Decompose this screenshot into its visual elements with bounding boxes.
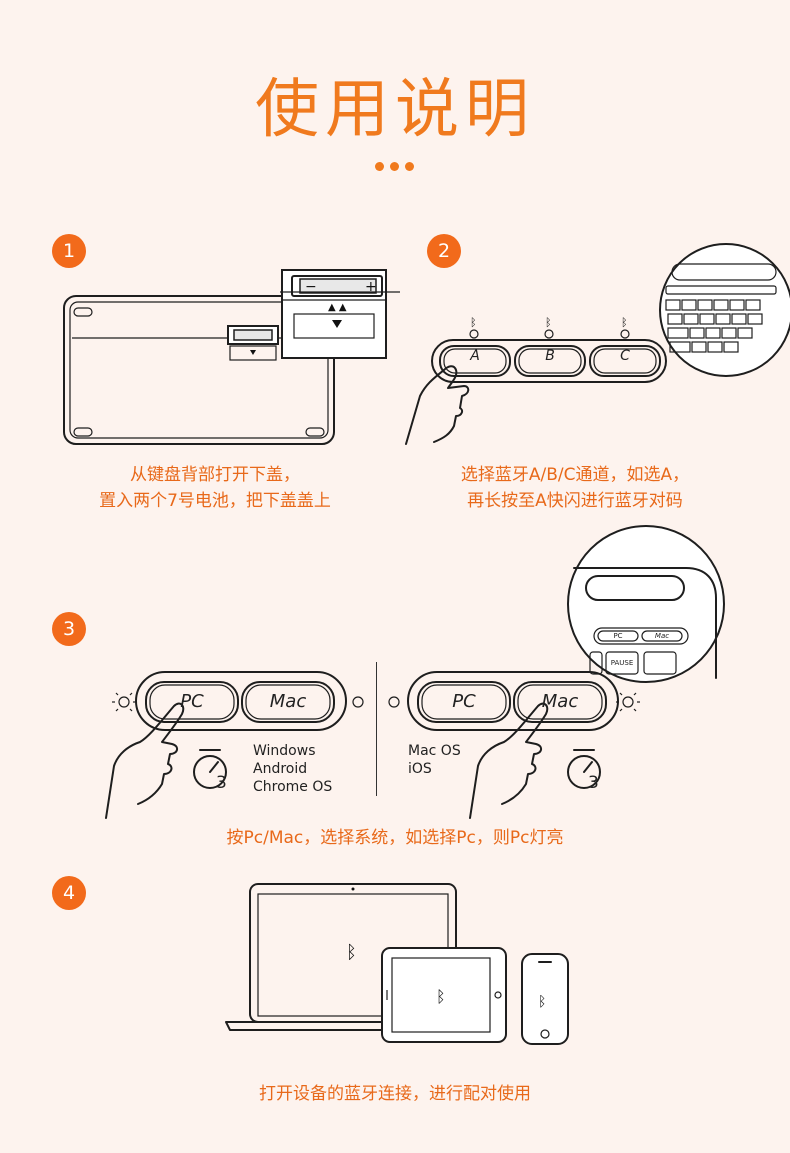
channel-b-key: B [545,348,555,364]
channel-a-key: A [470,348,480,364]
step-2-caption: 选择蓝牙A/B/C通道，如选A， 再长按至A快闪进行蓝牙对码 [460,465,690,511]
os-divider [376,662,377,796]
svg-text:+: + [365,279,377,295]
zoom-mac-key: Mac [654,632,670,640]
bluetooth-icon: ᛒ ᛒ ᛒ [469,316,630,339]
pc-mac-right-illustration [388,671,640,819]
svg-text:−: − [305,279,317,295]
step-2-badge: 2 [427,234,461,268]
right-os-list: Mac OS iOS [408,743,461,777]
step-3-caption: 按Pc/Mac，选择系统，如选择Pc，则Pc灯亮 [226,828,564,848]
step-3-badge: 3 [52,612,86,646]
title-dots [373,160,417,172]
step-1-caption: 从键盘背部打开下盖， 置入两个7号电池，把下盖盖上 [99,465,331,511]
right-timer-seconds: 3 [588,773,599,793]
svg-text:ᛒ: ᛒ [621,316,628,329]
svg-text:ᛒ: ᛒ [545,316,552,329]
right-pc-key: PC [452,691,476,712]
left-os-list: Windows Android Chrome OS [253,743,333,795]
zoom-pc-key: PC [613,632,623,640]
light-icon [616,692,640,712]
timer-icon [567,749,601,789]
step-4-caption: 打开设备的蓝牙连接，进行配对使用 [259,1084,531,1104]
keyboard-back-illustration: − + ▲ ▲ [63,269,400,445]
step-4-badge: 4 [52,876,86,910]
right-mac-key: Mac [541,691,579,712]
pc-mac-left-illustration [105,671,364,819]
svg-text:ᛒ: ᛒ [470,316,477,329]
keyboard-abc-illustration: ᛒ ᛒ ᛒ [405,243,790,445]
step-1-badge: 1 [52,234,86,268]
zoom-pause-key: PAUSE [610,659,634,667]
bluetooth-icon: ᛒ [538,994,546,1010]
bluetooth-icon: ᛒ [346,942,357,963]
left-pc-key: PC [180,691,204,712]
timer-icon [193,749,227,789]
keyboard-corner-zoom [567,525,725,683]
page-title: 使用说明 [255,73,535,147]
bluetooth-icon: ᛒ [436,987,446,1006]
svg-text:▲ ▲: ▲ ▲ [328,302,347,313]
left-mac-key: Mac [269,691,307,712]
light-icon [112,692,136,712]
devices-illustration: ᛒ ᛒ ᛒ [225,883,569,1045]
left-timer-seconds: 3 [216,773,227,793]
channel-c-key: C [620,348,630,364]
